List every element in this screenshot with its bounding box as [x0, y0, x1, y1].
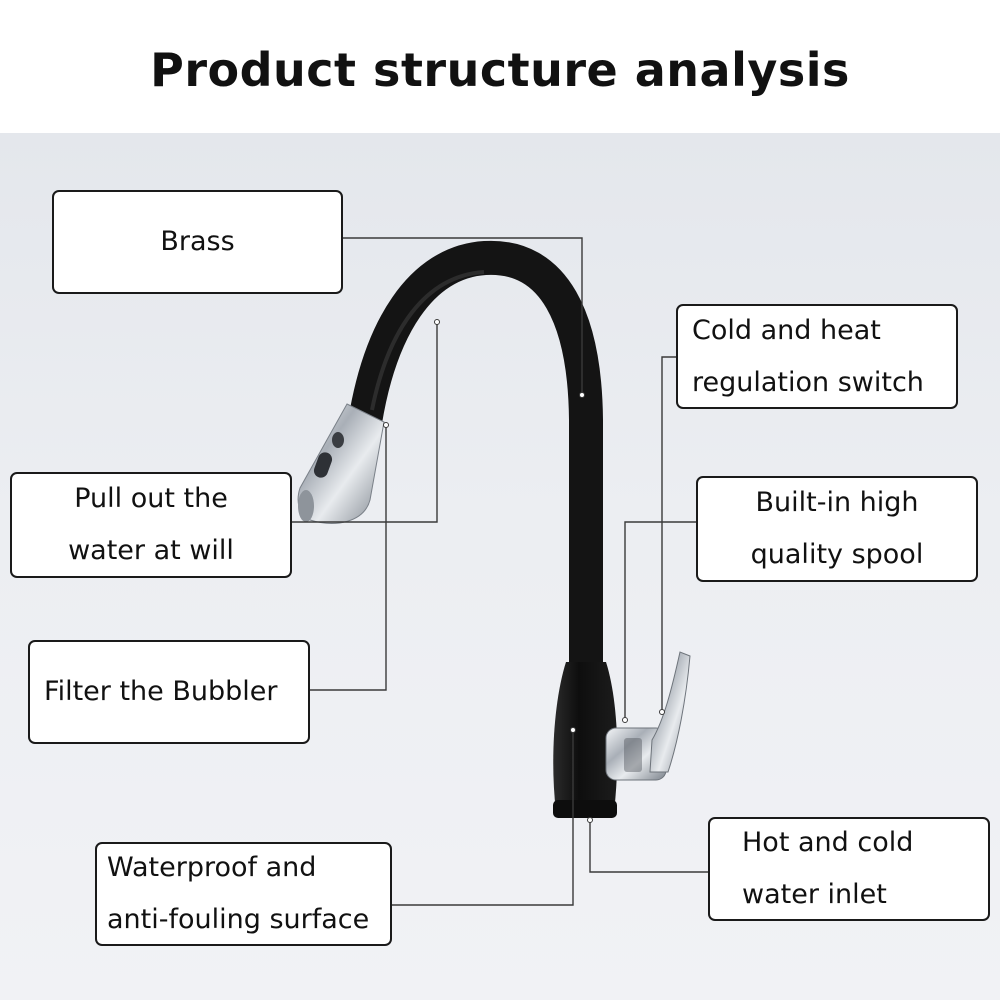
label-cold-heat-switch: Cold and heat regulation switch — [676, 304, 958, 409]
leader-filter-bubbler — [294, 425, 387, 691]
handle-lever — [605, 651, 691, 781]
faucet-illustration — [297, 240, 691, 818]
leader-lines — [291, 237, 709, 906]
page-title: Product structure analysis — [150, 43, 850, 97]
faucet-base — [553, 662, 618, 812]
leader-builtin-spool — [624, 521, 697, 720]
gooseneck-spout — [348, 240, 603, 672]
sprayer-head — [297, 403, 385, 524]
label-builtin-spool: Built-in high quality spool — [696, 476, 978, 582]
leader-pull-out — [291, 322, 438, 523]
label-waterproof: Waterproof and anti-fouling surface — [95, 842, 392, 946]
leader-hot-cold-inlet — [589, 820, 709, 873]
label-hot-cold-inlet: Hot and cold water inlet — [708, 817, 990, 921]
label-filter-bubbler: Filter the Bubbler — [28, 640, 310, 744]
leader-cold-heat-switch — [661, 356, 676, 712]
label-brass: Brass — [52, 190, 343, 294]
leader-waterproof — [391, 730, 574, 906]
leader-brass — [342, 237, 583, 395]
label-pull-out: Pull out the water at will — [10, 472, 292, 578]
